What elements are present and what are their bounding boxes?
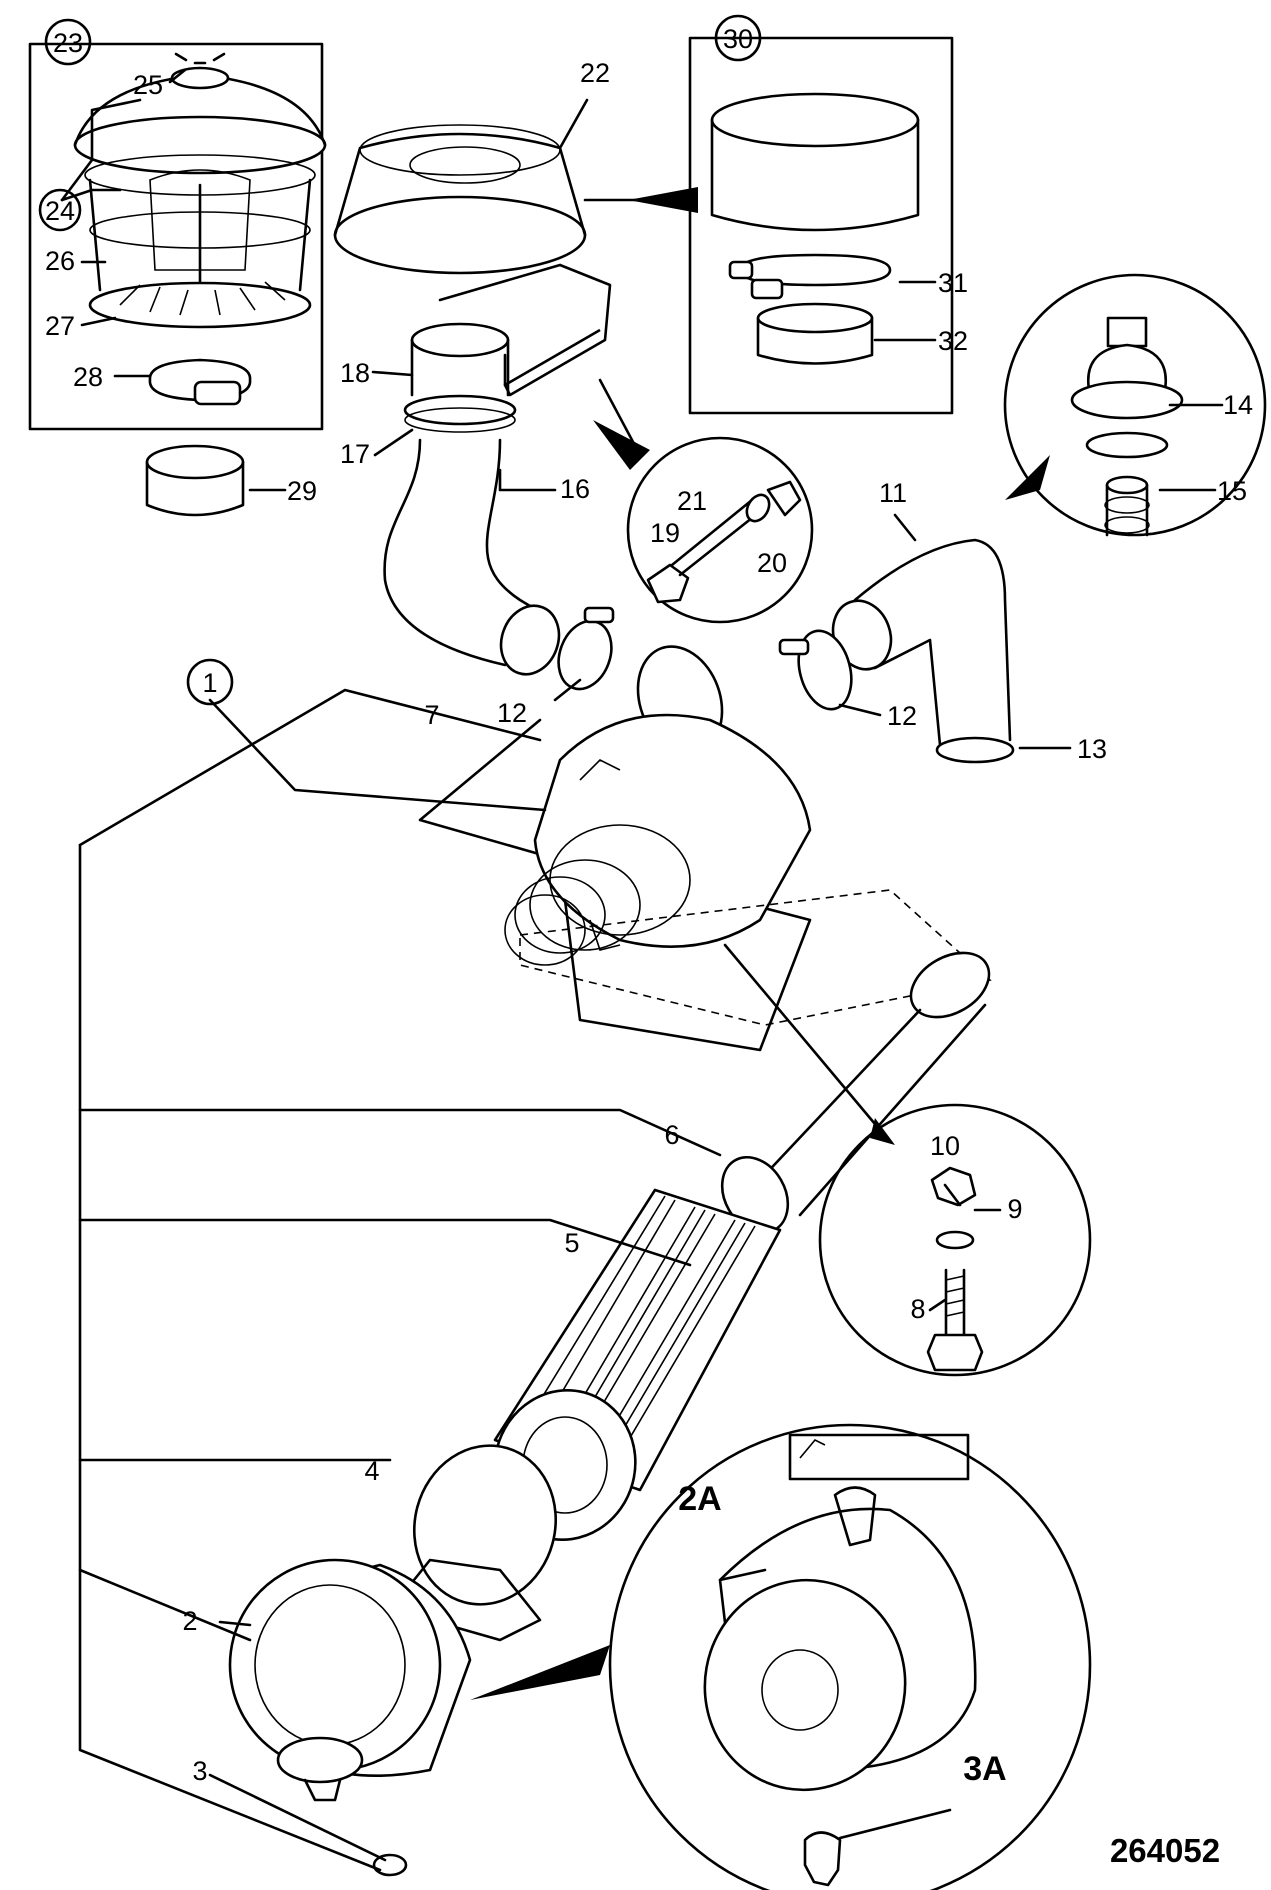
callout-31: 31 (938, 268, 968, 298)
detail-14-15 (1003, 273, 1267, 537)
callout-9: 9 (1007, 1194, 1022, 1224)
callout-14: 14 (1223, 390, 1253, 420)
callout-8: 8 (910, 1294, 925, 1324)
callout-10: 10 (930, 1131, 960, 1161)
arrow-detail-2a (470, 1645, 610, 1700)
callout-12-right: 12 (887, 701, 917, 731)
callout-29: 29 (287, 476, 317, 506)
detail-2a-3a (608, 1423, 1092, 1890)
callout-24: 24 (45, 196, 75, 226)
end-cap-4 (388, 1444, 558, 1642)
callout-2a: 2A (678, 1480, 721, 1518)
callout-1: 1 (202, 668, 217, 698)
callout-13: 13 (1077, 734, 1107, 764)
callout-16: 16 (560, 474, 590, 504)
callout-32: 32 (938, 326, 968, 356)
callout-12-left: 12 (497, 698, 527, 728)
callout-3: 3 (192, 1756, 207, 1786)
safety-element-6 (720, 951, 991, 1235)
dashed-region (519, 889, 992, 1026)
callout-27: 27 (45, 311, 75, 341)
callout-4: 4 (364, 1456, 379, 1486)
elbow-11 (778, 538, 1015, 764)
inset-precleaner-23 (28, 42, 327, 517)
arrow-detail-19 (593, 420, 650, 470)
drawing-number: 264052 (1110, 1832, 1220, 1869)
arrow-detail-8 (870, 1118, 895, 1145)
callout-18: 18 (340, 358, 370, 388)
arrow-inset-30 (628, 187, 698, 213)
callout-7: 7 (424, 700, 439, 730)
callout-6: 6 (664, 1120, 679, 1150)
callout-15: 15 (1217, 476, 1247, 506)
callout-26: 26 (45, 246, 75, 276)
callout-3a: 3A (963, 1750, 1006, 1788)
callout-28: 28 (73, 362, 103, 392)
callout-30: 30 (723, 24, 753, 54)
detail-bolt-8-10 (818, 1103, 1092, 1377)
dust-cover-2 (228, 1558, 472, 1877)
callout-leaders (60, 68, 1224, 1862)
callout-2: 2 (182, 1606, 197, 1636)
callout-25: 25 (133, 70, 163, 100)
air-filter-housing-1 (418, 645, 812, 1052)
callout-23: 23 (53, 28, 83, 58)
callout-21: 21 (677, 486, 707, 516)
arrow-detail-14 (1005, 455, 1050, 500)
callout-5: 5 (564, 1228, 579, 1258)
assembly-bracket (78, 688, 722, 1872)
callout-17: 17 (340, 439, 370, 469)
callout-20: 20 (757, 548, 787, 578)
rain-cap-22 (333, 124, 612, 397)
callout-22: 22 (580, 58, 610, 88)
leader-detail-19 (598, 378, 642, 457)
callout-11: 11 (879, 478, 907, 508)
inset-30 (688, 36, 954, 415)
leader-detail-8 (723, 943, 882, 1132)
callout-19: 19 (650, 518, 680, 548)
intake-hose-16 (383, 322, 615, 691)
callout-labels: 23 24 30 1 25 26 27 28 29 22 31 32 18 17… (38, 14, 1253, 1788)
detail-bolt-19-21 (626, 436, 814, 624)
